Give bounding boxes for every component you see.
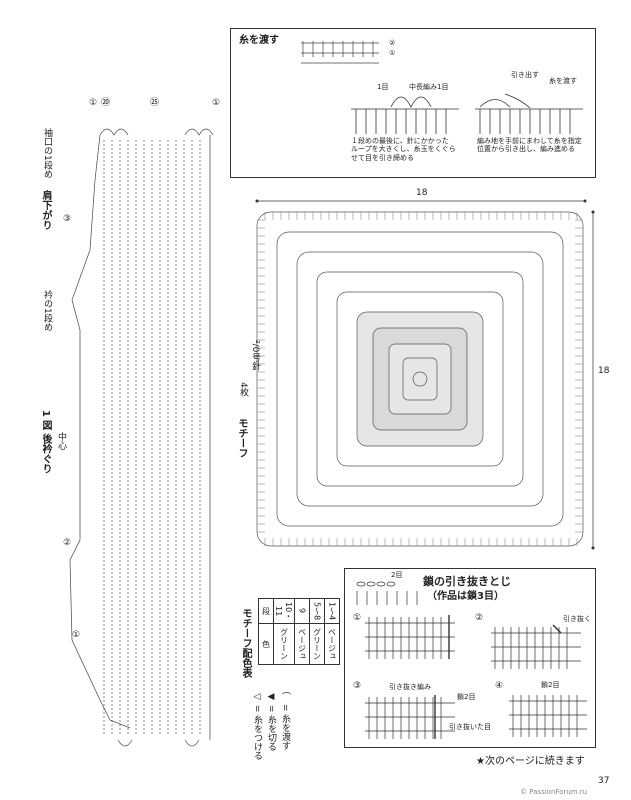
legend-item-2: ◀ = 糸を切る (266, 692, 276, 752)
label-thread: 糸を渡す (549, 77, 577, 85)
join-title-2: （作品は鎖3目） (427, 591, 504, 602)
join-step-4: ④ (495, 681, 504, 691)
color-row-2-num: 9 (294, 598, 310, 624)
marker-1-top-right: ① (212, 98, 221, 108)
join-label-slip: 引き抜き編み (389, 683, 431, 691)
transfer-text-right: 編み地を手前にまわして糸を指定 位置から引き出し、編み進める (477, 137, 593, 154)
marker-1-top: ① (89, 98, 98, 108)
color-row-2-color: ベージュ (294, 623, 310, 665)
watermark: © PassionForum.ru (520, 788, 588, 796)
motif-label: モチーフ (236, 418, 247, 458)
motif-height-dimension (591, 210, 595, 550)
hem-label: 袖口の1段め (42, 128, 52, 179)
join-illustration-4 (509, 695, 587, 737)
join-title-1: 鎖の引き抜きとじ (423, 575, 511, 588)
page-number: 37 (598, 776, 610, 786)
transfer-text-5: 位置から引き出し、編み進める (477, 145, 575, 154)
join-chain-chart (356, 581, 418, 605)
transfer-text-3: せて目を引き締める (351, 153, 414, 162)
join-step-2: ② (475, 613, 484, 623)
label-pull-out: 引き出す (511, 71, 539, 79)
transfer-marker-2: ② (389, 39, 396, 47)
motif-chart (256, 211, 584, 547)
transfer-marker-1: ① (389, 49, 396, 57)
color-row-3-num: 5〜8 (309, 598, 325, 624)
join-label-chain2a: 鎖2目 (457, 693, 476, 701)
color-table-title: モチーフ配色表 (240, 608, 251, 678)
transfer-chart-small (301, 41, 379, 64)
transfer-title: 糸を渡す (239, 35, 279, 46)
color-row-4-num: 1〜4 (324, 598, 340, 624)
join-label-pulled: 引き抜いた目 (449, 723, 491, 731)
join-label-pull: 引き抜く (563, 615, 591, 623)
transfer-illustration-right (475, 93, 583, 134)
transfer-text-2: ループを大きくし、糸玉をくぐら (351, 145, 456, 154)
motif-count: 4枚 (238, 382, 248, 397)
color-row-3-color: グリーン (309, 623, 325, 665)
join-illustration-3 (365, 695, 455, 739)
color-row-4-color: ベージュ (324, 623, 340, 665)
marker-2: ② (63, 538, 72, 548)
join-illustration-2 (491, 624, 581, 669)
transfer-text-left: １段めの最後に、針にかかった ループを大きくし、糸玉をくぐら せて目を引き締める (351, 137, 471, 162)
join-box: 2目 鎖の引き抜きとじ （作品は鎖3目） ① ② 引き抜く ③ 引き抜き編み 鎖… (344, 568, 596, 748)
color-row-1-color: グリーン (273, 623, 295, 665)
color-table: 段 10・11 9 5〜8 1〜4 色 グリーン ベージュ グリーン ベージュ (258, 598, 340, 665)
color-row-1-num: 10・11 (273, 598, 295, 624)
legend-item-3: ⌒ = 糸を渡す (280, 692, 290, 751)
shoulder-label: 肩下がり (40, 190, 51, 230)
marker-3: ③ (63, 214, 72, 224)
color-table-header-row: 段 (258, 598, 274, 624)
motif-width: 18 (416, 188, 428, 198)
transfer-illustration-left (351, 96, 459, 134)
legend-item-1: ◁ = 糸をつける (252, 692, 262, 761)
marker-25-top: ㉕ (150, 98, 160, 108)
color-table-header-color: 色 (258, 623, 274, 665)
neck-label: 衿の1段め (42, 290, 52, 332)
join-step-3: ③ (353, 681, 362, 691)
motif-height: 18 (598, 366, 610, 376)
transfer-box: 糸を渡す ② ① 1目 中長編み1目 引き出す 糸を渡す １段めの最後に、針にか… (230, 28, 596, 178)
join-illustration-1 (365, 615, 455, 659)
marker-20-top: ⑳ (101, 98, 111, 108)
motif-needle: ²/0号針 (250, 340, 260, 371)
join-label-2me: 2目 (391, 571, 403, 579)
marker-1-mid: ① (72, 630, 81, 640)
transfer-text-1: １段めの最後に、針にかかった (351, 137, 449, 145)
transfer-text-4: 編み地を手前にまわして糸を指定 (477, 137, 582, 145)
label-row1: 1目 (377, 83, 389, 91)
main-title: 1 図 後衿ぐり (40, 410, 51, 474)
join-step-1: ① (353, 613, 362, 623)
continued-note: ★次のページに続きます (476, 756, 585, 767)
center-label: 中心 (56, 432, 66, 450)
motif-width-dimension (255, 199, 587, 203)
join-label-chain2b: 鎖2目 (541, 681, 560, 689)
label-hdc: 中長編み1目 (409, 83, 449, 91)
